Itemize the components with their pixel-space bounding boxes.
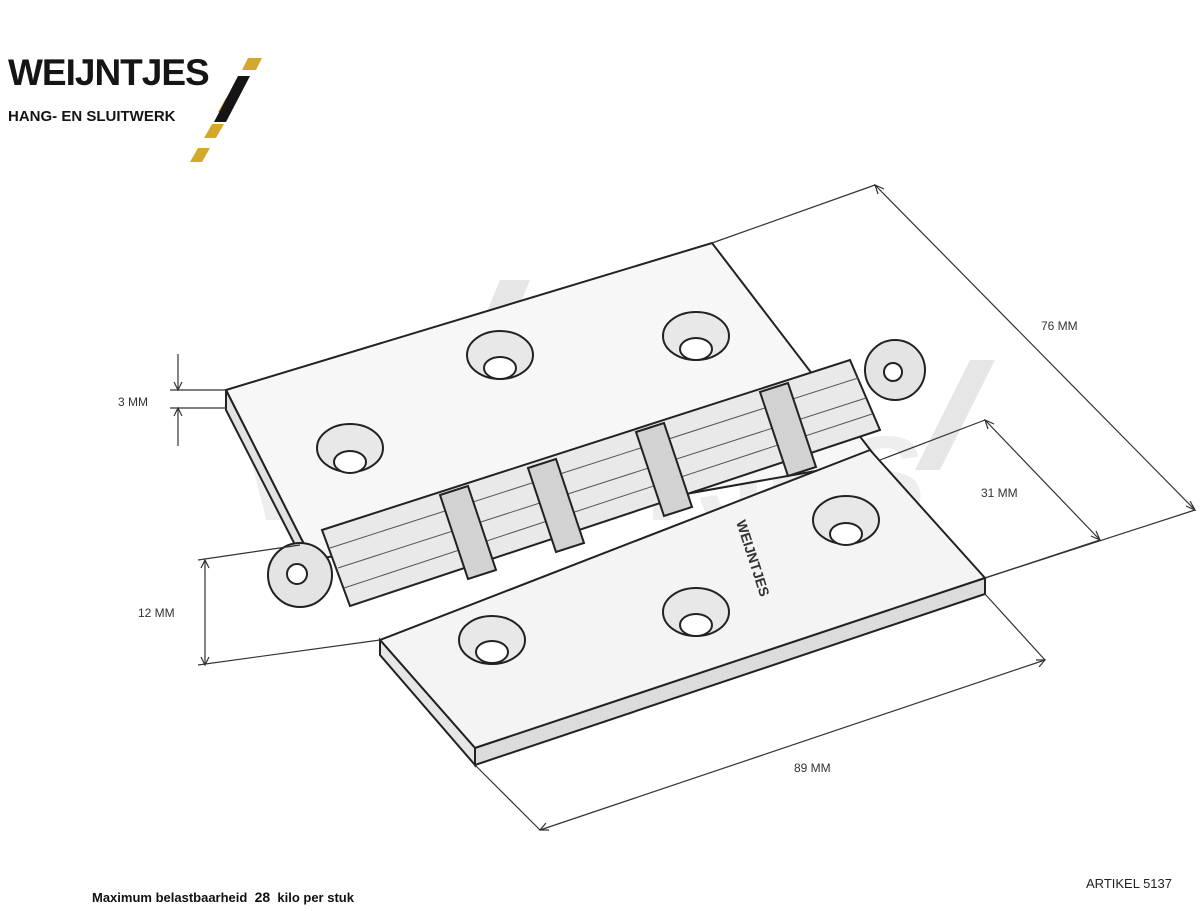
dimension-label-height: 76 MM [1041, 319, 1078, 333]
dimension-lines [170, 183, 1197, 831]
brand-name: WEIJNTJES [8, 52, 210, 93]
brand-logo: WEIJNTJES HANG- EN SLUITWERK [0, 0, 280, 170]
dimension-label-hole-spacing: 31 MM [981, 486, 1018, 500]
dimension-label-width: 89 MM [794, 761, 831, 775]
dimension-label-thickness: 3 MM [118, 395, 148, 409]
dimension-label-knuckle: 12 MM [138, 606, 175, 620]
screw-hole [662, 587, 730, 637]
load-prefix: Maximum belastbaarheid [92, 890, 248, 905]
screw-holes [316, 311, 880, 665]
screw-hole [812, 495, 880, 546]
article-number: ARTIKEL 5137 [1086, 876, 1172, 891]
screw-hole [662, 311, 730, 361]
screw-hole [466, 330, 534, 380]
load-suffix: kilo per stuk [277, 890, 354, 905]
screw-hole [316, 423, 384, 474]
logo-accent-stripes [190, 58, 262, 162]
screw-hole [458, 615, 526, 665]
load-value: 28 [254, 889, 271, 905]
load-capacity-note: Maximum belastbaarheid 28 kilo per stuk [92, 889, 354, 905]
brand-tagline: HANG- EN SLUITWERK [8, 108, 176, 125]
hinge-knuckle [267, 339, 926, 608]
